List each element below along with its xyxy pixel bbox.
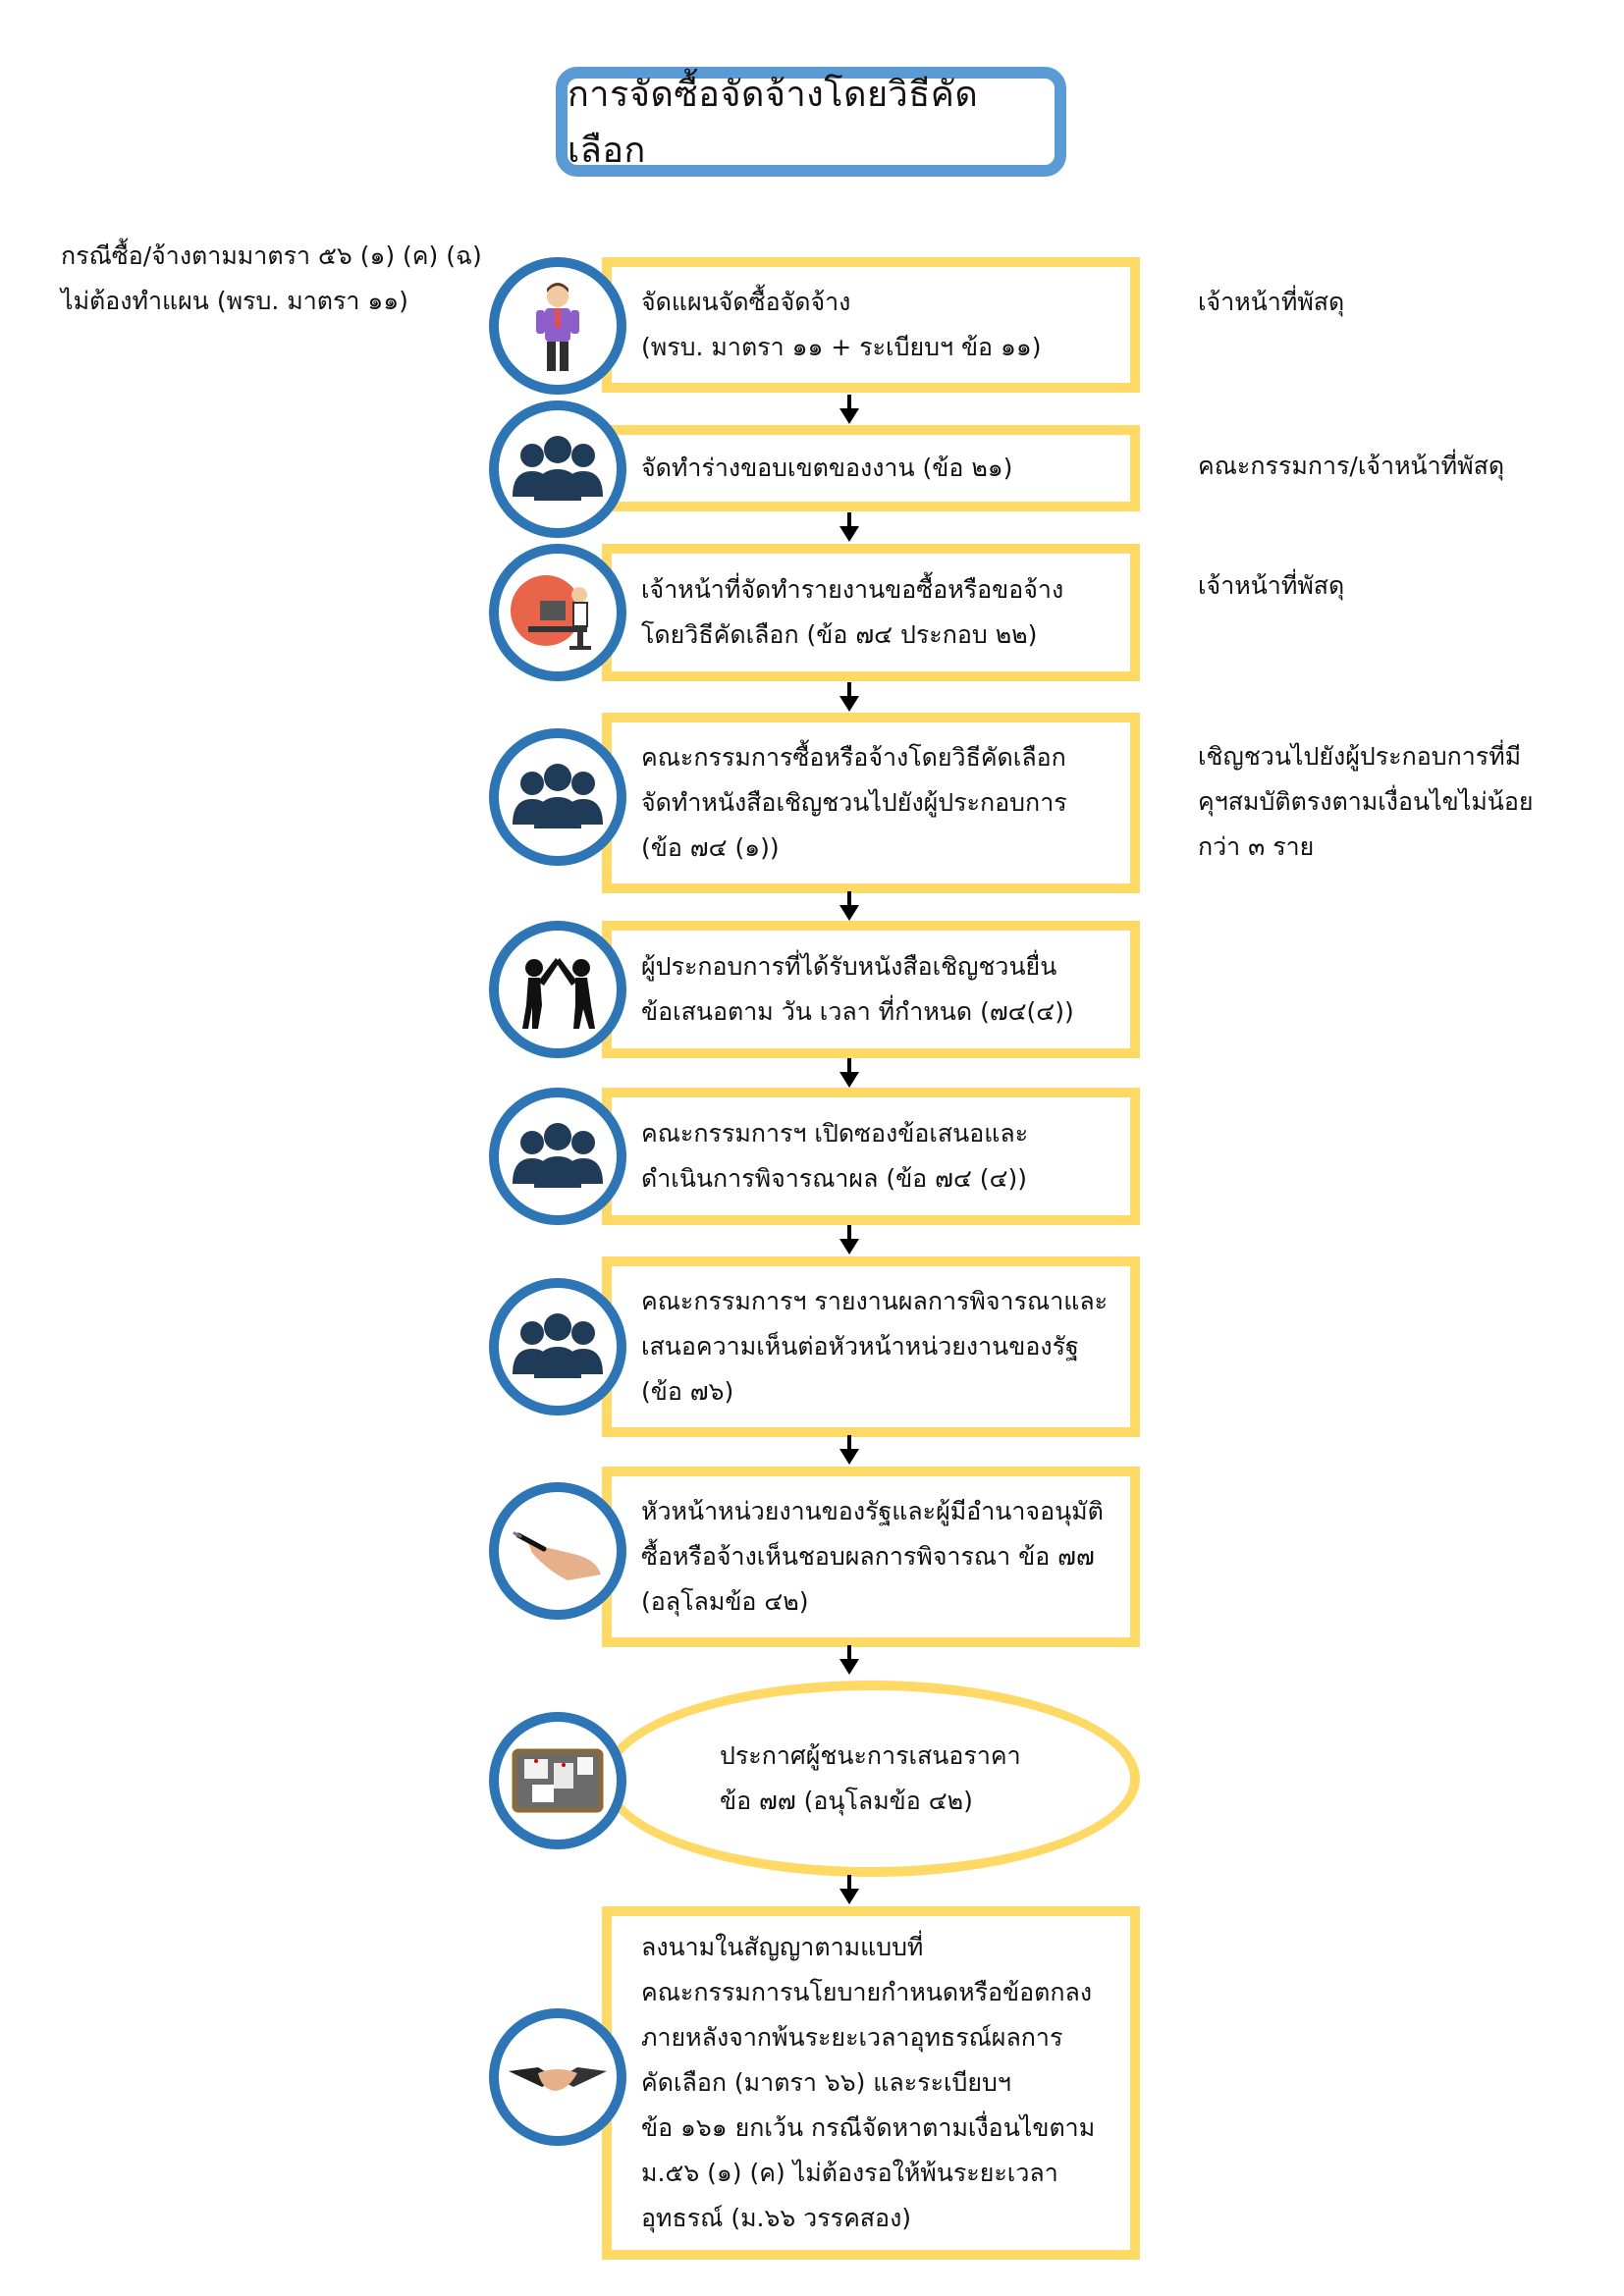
step-2-circle <box>489 400 626 538</box>
step-1-circle <box>489 257 626 395</box>
oval-line-2: ข้อ ๗๗ (อนุโลมข้อ ๔๒) <box>720 1787 973 1815</box>
step-8-line-1: หัวหน้าหน่วยงานของรัฐและผู้มีอำนาจอนุมัต… <box>641 1497 1104 1525</box>
step-4-side-line-2: คุฯสมบัติตรงตามเงื่อนไขไม่น้อย <box>1198 787 1534 816</box>
arrow-5 <box>838 1058 861 1088</box>
left-note-line-1: กรณีซื้อ/จ้างตามมาตรา ๕๖ (๑) (ค) (ฉ) <box>61 241 482 270</box>
step-3-circle <box>489 544 626 681</box>
step-7-line-2: เสนอความเห็นต่อหัวหน้าหน่วยงานของรัฐ <box>641 1332 1079 1361</box>
high-five-icon <box>522 958 595 1029</box>
step-4-line-3: (ข้อ ๗๔ (๑)) <box>641 833 780 862</box>
page-title: การจัดซื้อจัดจ้างโดยวิธีคัดเลือก <box>568 75 979 171</box>
step-4-line-1: คณะกรรมการซื้อหรือจ้างโดยวิธีคัดเลือก <box>641 743 1066 772</box>
handshake-icon <box>509 2067 607 2091</box>
arrow-2 <box>838 512 861 542</box>
step-7-line-3: (ข้อ ๗๖) <box>641 1377 734 1406</box>
final-line-7: อุทธรณ์ (ม.๖๖ วรรคสอง) <box>641 2204 912 2232</box>
step-7-line-1: คณะกรรมการฯ รายงานผลการพิจารณาและ <box>641 1287 1109 1315</box>
step-1-box: จัดแผนจัดซื้อจัดจ้าง (พรบ. มาตรา ๑๑ + ระ… <box>602 257 1140 393</box>
final-line-5: ข้อ ๑๖๑ ยกเว้น กรณีจัดหาตามเงื่อนไขตาม <box>641 2113 1096 2142</box>
group-icon <box>513 1313 603 1378</box>
step-5-line-1: ผู้ประกอบการที่ได้รับหนังสือเชิญชวนยื่น <box>641 952 1057 981</box>
signing-hand-icon <box>513 1531 601 1580</box>
step-8-line-3: (อลุโลมข้อ ๔๒) <box>641 1587 809 1616</box>
step-1-line-2: (พรบ. มาตรา ๑๑ + ระเบียบฯ ข้อ ๑๑) <box>641 333 1042 361</box>
step-4-side-line-3: กว่า ๓ ราย <box>1198 832 1315 861</box>
left-note-line-2: ไม่ต้องทำแผน (พรบ. มาตรา ๑๑) <box>61 287 408 315</box>
step-6-circle <box>489 1088 626 1225</box>
step-7-circle <box>489 1278 626 1415</box>
arrow-4 <box>838 891 861 921</box>
step-6-line-2: ดำเนินการพิจารณาผล (ข้อ ๗๔ (๔)) <box>641 1164 1027 1193</box>
arrow-6 <box>838 1225 861 1255</box>
office-worker-icon <box>511 575 591 650</box>
step-5-box: ผู้ประกอบการที่ได้รับหนังสือเชิญชวนยื่น … <box>602 921 1140 1058</box>
final-line-1: ลงนามในสัญญาตามแบบที่ <box>641 1933 924 1961</box>
announce-oval: ประกาศผู้ชนะการเสนอราคา ข้อ ๗๗ (อนุโลมข้… <box>602 1681 1140 1877</box>
step-4-side-label: เชิญชวนไปยังผู้ประกอบการที่มี คุฯสมบัติต… <box>1198 734 1534 870</box>
step-6-box: คณะกรรมการฯ เปิดซองข้อเสนอและ ดำเนินการพ… <box>602 1088 1140 1225</box>
step-4-box: คณะกรรมการซื้อหรือจ้างโดยวิธีคัดเลือก จั… <box>602 713 1140 893</box>
bulletin-board-icon <box>512 1748 604 1813</box>
step-1-side-label: เจ้าหน้าที่พัสดุ <box>1198 288 1345 316</box>
final-line-4: คัดเลือก (มาตรา ๖๖) และระเบียบฯ <box>641 2068 1011 2097</box>
final-step-box: ลงนามในสัญญาตามแบบที่ คณะกรรมการนโยบายกำ… <box>602 1906 1140 2260</box>
oval-line-1: ประกาศผู้ชนะการเสนอราคา <box>720 1741 1021 1770</box>
final-line-6: ม.๕๖ (๑) (ค) ไม่ต้องรอให้พ้นระยะเวลา <box>641 2159 1058 2187</box>
oval-step-circle <box>489 1712 626 1849</box>
step-2-line-1: จัดทำร่างขอบเขตของงาน (ข้อ ๒๑) <box>641 454 1013 482</box>
step-5-line-2: ข้อเสนอตาม วัน เวลา ที่กำหนด (๗๔(๔)) <box>641 997 1074 1026</box>
step-4-line-2: จัดทำหนังสือเชิญชวนไปยังผู้ประกอบการ <box>641 788 1067 817</box>
step-3-side-label: เจ้าหน้าที่พัสดุ <box>1198 571 1345 600</box>
step-3-line-1: เจ้าหน้าที่จัดทำรายงานขอซื้อหรือขอจ้าง <box>641 575 1064 604</box>
group-icon <box>513 764 603 828</box>
step-5-circle <box>489 921 626 1058</box>
step-8-circle <box>489 1482 626 1620</box>
arrow-7 <box>838 1435 861 1465</box>
arrow-8 <box>838 1645 861 1675</box>
left-note: กรณีซื้อ/จ้างตามมาตรา ๕๖ (๑) (ค) (ฉ) ไม่… <box>61 234 482 324</box>
arrow-3 <box>838 682 861 712</box>
step-8-line-2: ซื้อหรือจ้างเห็นชอบผลการพิจารณา ข้อ ๗๗ <box>641 1542 1095 1571</box>
title-box: การจัดซื้อจัดจ้างโดยวิธีคัดเลือก <box>556 67 1066 177</box>
step-4-side-line-1: เชิญชวนไปยังผู้ประกอบการที่มี <box>1198 742 1522 771</box>
step-7-box: คณะกรรมการฯ รายงานผลการพิจารณาและ เสนอคว… <box>602 1256 1140 1437</box>
step-4-circle <box>489 728 626 866</box>
final-step-circle <box>489 2008 626 2146</box>
step-8-box: หัวหน้าหน่วยงานของรัฐและผู้มีอำนาจอนุมัต… <box>602 1467 1140 1647</box>
step-6-line-1: คณะกรรมการฯ เปิดซองข้อเสนอและ <box>641 1119 1029 1148</box>
group-icon <box>513 1123 603 1188</box>
arrow-1 <box>838 395 861 424</box>
step-2-box: จัดทำร่างขอบเขตของงาน (ข้อ ๒๑) <box>602 425 1140 511</box>
step-1-line-1: จัดแผนจัดซื้อจัดจ้าง <box>641 288 851 316</box>
arrow-9 <box>838 1875 861 1904</box>
step-3-box: เจ้าหน้าที่จัดทำรายงานขอซื้อหรือขอจ้าง โ… <box>602 544 1140 681</box>
group-icon <box>513 436 603 501</box>
person-icon <box>536 283 579 371</box>
step-3-line-2: โดยวิธีคัดเลือก (ข้อ ๗๔ ประกอบ ๒๒) <box>641 620 1038 649</box>
final-line-2: คณะกรรมการนโยบายกำหนดหรือข้อตกลง <box>641 1978 1093 2006</box>
step-2-side-label: คณะกรรมการ/เจ้าหน้าที่พัสดุ <box>1198 452 1505 480</box>
final-line-3: ภายหลังจากพ้นระยะเวลาอุทธรณ์ผลการ <box>641 2023 1063 2052</box>
